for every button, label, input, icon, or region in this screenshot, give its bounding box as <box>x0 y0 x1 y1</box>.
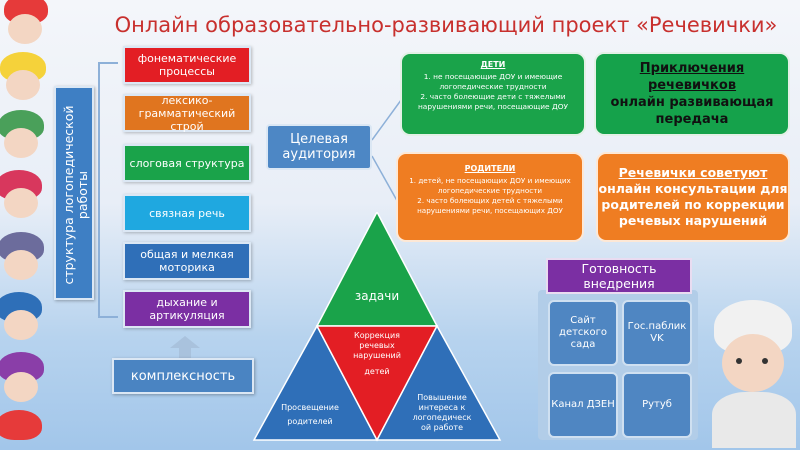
parents-box: РОДИТЕЛИ 1. детей, не посещающих ДОУ и и… <box>396 152 584 242</box>
structure-item-speech: связная речь <box>123 194 251 232</box>
structure-label: структура логопедической работы <box>61 105 90 285</box>
readiness-title: Готовность внедрения <box>546 258 692 294</box>
parents-line-1: 1. детей, не посещающих ДОУ и имеющих ло… <box>409 176 571 195</box>
kids-promo-subtitle: онлайн развивающая передача <box>610 95 774 127</box>
tasks-pyramid: задачи Коррекция речевых нарушений детей… <box>252 212 502 442</box>
structure-label-box: структура логопедической работы <box>54 86 94 300</box>
structure-item-syllable: слоговая структура <box>123 144 251 182</box>
pyramid-center-line-2: речевых <box>359 341 395 350</box>
structure-item-phonemic: фонематические процессы <box>123 46 251 84</box>
pyramid-center-line-1: Коррекция <box>354 331 400 340</box>
tile-vk-public: Гос.паблик VK <box>622 300 692 366</box>
parents-heading: РОДИТЕЛИ <box>464 164 516 173</box>
parents-promo-subtitle: онлайн консультации для родителей по кор… <box>598 181 788 228</box>
complexity-box: комплексность <box>112 358 254 394</box>
structure-item-motor: общая и мелкая моторика <box>123 242 251 280</box>
doll-decoration <box>708 300 798 448</box>
pyramid-left-line-2: родителей <box>287 417 333 426</box>
target-audience-box: Целевая аудитория <box>266 124 372 170</box>
page-title: Онлайн образовательно-развивающий проект… <box>114 13 778 37</box>
dolls-decoration <box>0 0 50 450</box>
pyramid-right-line-1: Повышение <box>417 393 467 402</box>
parents-line-2: 2. часто болеющих детей с тяжелыми наруш… <box>417 196 563 215</box>
pyramid-center-line-4: детей <box>364 367 389 376</box>
pyramid-right-line-2: интереса к <box>419 403 466 412</box>
kids-heading: ДЕТИ <box>480 60 506 69</box>
pyramid-right <box>375 324 502 441</box>
tile-kindergarten-site: Сайт детского сада <box>548 300 618 366</box>
pyramid-left-line-1: Просвещение <box>281 403 339 412</box>
tile-dzen-channel: Канал ДЗЕН <box>548 372 618 438</box>
kids-promo-box: Приключения речевичков онлайн развивающа… <box>594 52 790 136</box>
tile-rutube: Рутуб <box>622 372 692 438</box>
pyramid-center-line-3: нарушений <box>353 351 401 360</box>
kids-promo-title: Приключения речевичков <box>639 61 745 93</box>
kids-box: ДЕТИ 1. не посещающие ДОУ и имеющие лого… <box>400 52 586 136</box>
parents-promo-box: Речевички советуют онлайн консультации д… <box>596 152 790 242</box>
pyramid-top <box>315 212 439 327</box>
structure-item-lexical: лексико-грамматический строй <box>123 94 251 133</box>
pyramid-top-label: задачи <box>355 289 399 303</box>
pyramid-right-line-3: логопедическ <box>413 413 472 422</box>
parents-promo-title: Речевички советуют <box>618 165 768 180</box>
pyramid-right-line-4: ой работе <box>421 423 463 432</box>
kids-line-2: 2. часто болеющие дети с тяжелыми наруше… <box>417 92 569 111</box>
kids-line-1: 1. не посещающие ДОУ и имеющие логопедич… <box>423 72 563 91</box>
structure-item-breathing: дыхание и артикуляция <box>123 290 251 328</box>
arrow-up-icon <box>170 336 200 360</box>
structure-bracket <box>98 62 118 318</box>
